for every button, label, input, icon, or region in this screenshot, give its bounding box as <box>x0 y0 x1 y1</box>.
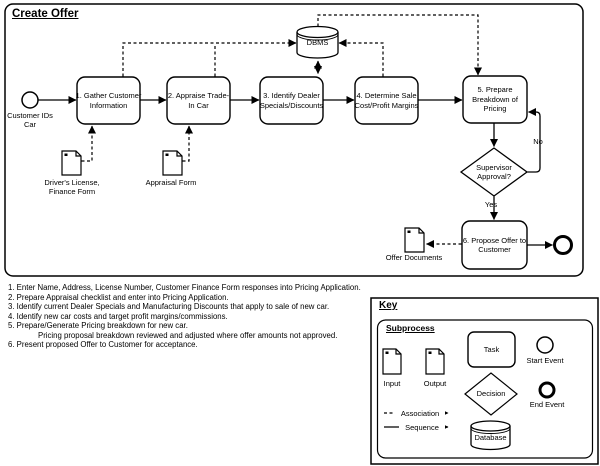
key-input-label: Input <box>383 379 401 388</box>
key-database-body <box>470 426 511 451</box>
key-task-box <box>467 331 516 368</box>
dbms-cylinder <box>296 25 339 59</box>
connector-appraisal-doc-to-task2 <box>182 125 193 162</box>
connector-task1-to-dbms <box>122 39 297 77</box>
connector-license-doc-to-task1 <box>81 125 96 162</box>
dbms-label: DBMS <box>306 38 329 47</box>
decision-no-label: No <box>533 137 543 146</box>
key-output-label: Output <box>423 379 447 388</box>
appraisal-doc-icon <box>162 150 183 176</box>
page-title: Create Offer <box>12 8 79 20</box>
task1-box <box>76 76 141 125</box>
note-line-1: 1. Enter Name, Address, License Number, … <box>8 283 361 292</box>
end-event-circle <box>553 235 573 255</box>
note-line-5b: Pricing proposal breakdown reviewed and … <box>38 330 338 340</box>
task1-label: 1. Gather Customer Information <box>75 91 142 110</box>
task2-box <box>166 76 231 125</box>
key-database-rim <box>470 428 511 434</box>
key-start-event-label: Start Event <box>526 356 564 365</box>
note-line-3: 3. Identify current Dealer Specials and … <box>8 302 330 311</box>
decision-yes-label: Yes <box>484 200 498 209</box>
key-subprocess-label: Subprocess <box>386 323 435 333</box>
note-line-2: 2. Prepare Appraisal checklist and enter… <box>8 292 229 302</box>
key-decision-label: Decision <box>476 389 506 399</box>
start-event-label: Customer IDs Car <box>7 111 53 129</box>
task3-box <box>259 76 324 125</box>
dbms-rim <box>296 34 339 41</box>
key-end-event-label: End Event <box>529 400 565 409</box>
task3-label: 3. Identify Dealer Specials/Discounts <box>259 91 324 110</box>
note-line-5: 5. Prepare/Generate Pricing breakdown fo… <box>8 321 188 330</box>
decision-diamond <box>459 147 529 197</box>
task5-label: 5. Prepare Breakdown of Pricing <box>472 85 518 114</box>
key-task-label: Task <box>483 344 500 354</box>
offer-doc-icon <box>404 227 425 253</box>
key-end-event-circle <box>538 381 556 399</box>
dbms-body <box>296 32 339 59</box>
key-input-doc-icon <box>382 348 402 375</box>
task6-box <box>461 220 528 270</box>
task6-label: 6. Propose Offer to Customer <box>462 235 527 255</box>
document-shapes <box>61 150 445 375</box>
connector-task4-to-dbms <box>338 39 384 77</box>
appraisal-doc-label: Appraisal Form <box>145 178 197 187</box>
connector-decision-no-loop <box>527 108 541 173</box>
task5-box <box>462 75 528 124</box>
key-output-doc-icon <box>425 348 445 375</box>
note-line-6: 6. Present proposed Offer to Customer fo… <box>8 340 198 349</box>
task4-box <box>354 76 419 125</box>
key-sequence-label: Sequence <box>399 423 445 432</box>
note-line-4: 4. Identify new car costs and target pro… <box>8 311 228 321</box>
decision-label: Supervisor Approval? <box>476 162 512 182</box>
task4-label: 4. Determine Sale Cost/Profit Margins <box>354 91 419 110</box>
key-decision-diamond <box>464 372 518 416</box>
sequence-connectors <box>38 96 553 249</box>
association-connectors <box>81 14 482 417</box>
task-shapes <box>76 75 528 270</box>
key-start-event-circle <box>536 336 554 354</box>
key-association-label: Association <box>395 409 445 418</box>
key-database-top <box>470 420 511 432</box>
main-panel <box>4 3 584 277</box>
task2-label: 2. Appraise Trade-In Car <box>167 91 230 110</box>
offer-doc-label: Offer Documents <box>385 253 443 262</box>
key-database-label: Database <box>474 433 507 442</box>
connector-dbms-to-task5 <box>317 14 482 76</box>
dbms-top <box>296 25 339 39</box>
license-doc-icon <box>61 150 82 176</box>
license-doc-label: Driver's License, Finance Form <box>44 178 100 196</box>
key-database-cylinder <box>470 420 511 451</box>
start-event-circle <box>21 91 39 109</box>
key-title: Key <box>379 300 398 311</box>
